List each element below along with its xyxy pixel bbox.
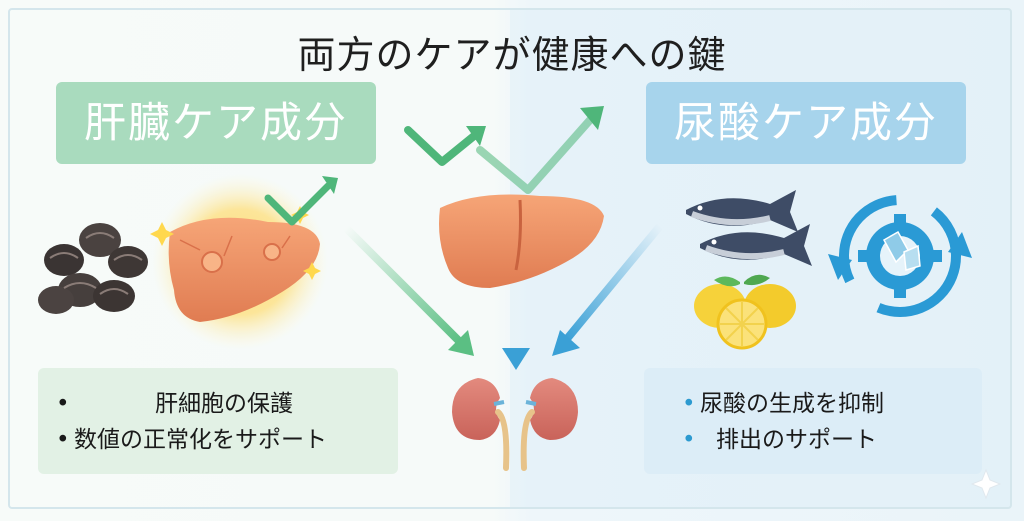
liver-icon [439, 194, 604, 288]
benefit-text: 肝細胞の保護 [155, 391, 293, 417]
clam-icon [38, 223, 148, 314]
lemon-icon [694, 274, 796, 350]
bullet: • [682, 427, 696, 453]
uric-acid-care-heading: 尿酸ケア成分 [646, 82, 966, 164]
frame-border [8, 8, 1012, 509]
list-item: •数値の正常化をサポート [56, 422, 380, 458]
green-trend-up-icon [404, 106, 604, 194]
kidney-icon [452, 378, 578, 471]
sparkle-icon [970, 468, 1002, 500]
list-item: •尿酸の生成を抑制 [662, 386, 964, 422]
list-item: • 排出のサポート [662, 422, 964, 458]
benefit-text: 排出のサポート [716, 427, 877, 453]
benefit-text: 尿酸の生成を抑制 [700, 391, 884, 417]
crystal-cycle-gear-icon [828, 195, 972, 317]
list-item: • 肝細胞の保護 [56, 386, 380, 422]
bullet: • [682, 391, 696, 417]
arrow-center-to-kidney [502, 288, 530, 370]
bullet: • [56, 427, 70, 453]
arrow-right-to-kidney [552, 222, 664, 356]
uric-acid-benefits-panel: •尿酸の生成を抑制 • 排出のサポート [644, 368, 982, 474]
benefit-text: 数値の正常化をサポート [74, 427, 327, 453]
arrow-left-to-kidney [342, 224, 474, 356]
page-title: 両方のケアが健康への鍵 [297, 33, 727, 77]
glowing-liver-icon [150, 174, 328, 350]
bullet: • [56, 391, 70, 417]
liver-care-heading: 肝臓ケア成分 [56, 82, 376, 164]
fish-icon [686, 190, 812, 266]
liver-benefits-panel: • 肝細胞の保護 •数値の正常化をサポート [38, 368, 398, 474]
green-trend-up-icon [264, 176, 338, 226]
